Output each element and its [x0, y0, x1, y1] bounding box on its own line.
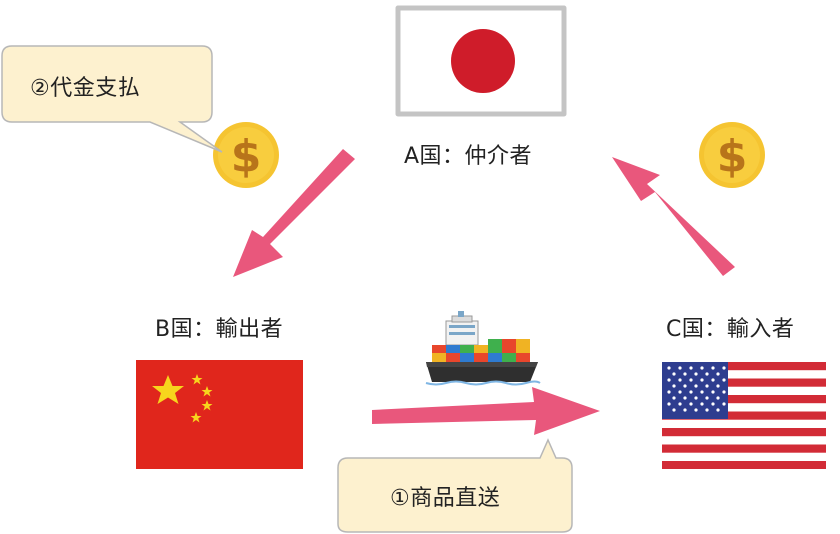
payment-arrow [233, 149, 355, 277]
shipment-arrow [372, 387, 600, 435]
payment-callout-text: ②代金支払 [30, 76, 141, 101]
country-c-label: C国：輸入者 [666, 317, 795, 342]
svg-text:$: $ [717, 131, 748, 182]
country-b-label: B国：輸出者 [155, 317, 284, 342]
svg-text:$: $ [231, 131, 262, 182]
cargo-ship-icon [425, 311, 541, 386]
payment-callout-bubble [1, 45, 223, 153]
country-a-label: A国：仲介者 [404, 144, 533, 169]
return-arrow [612, 157, 735, 276]
shipment-callout-bubble [337, 438, 573, 533]
china-flag [136, 360, 303, 469]
dollar-coin-icon: $ [699, 122, 765, 188]
small-star-icon [191, 374, 203, 385]
big-star-icon [152, 375, 184, 404]
stars-field [667, 366, 726, 412]
japan-flag [395, 5, 567, 117]
small-star-icon [190, 412, 202, 423]
small-star-icon [201, 400, 213, 411]
small-star-icon [201, 386, 213, 397]
shipment-callout-text: ①商品直送 [390, 486, 501, 511]
usa-flag [662, 362, 826, 469]
dollar-coin-icon: $ [213, 122, 279, 188]
